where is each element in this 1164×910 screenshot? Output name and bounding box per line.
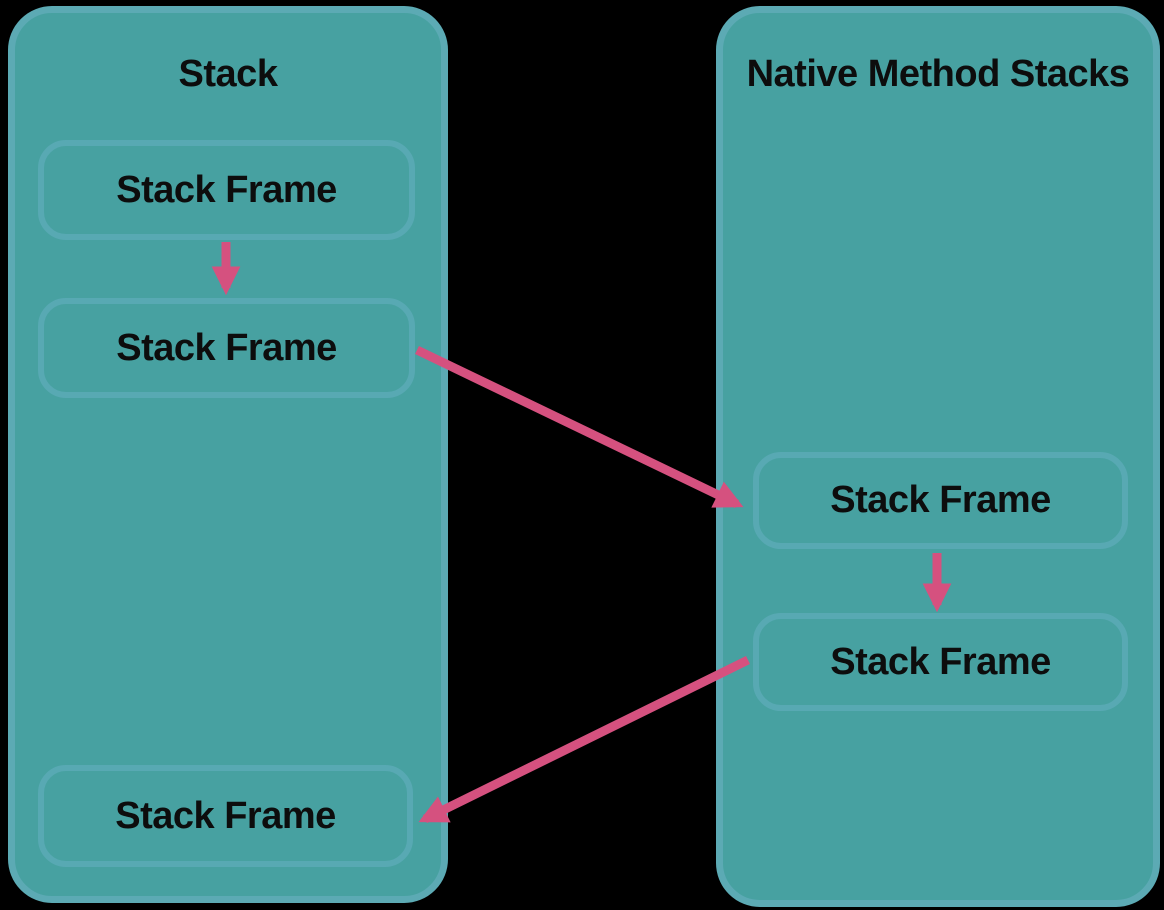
stack-frame-label: Stack Frame [115, 794, 336, 837]
native-stack-frame-box-2: Stack Frame [753, 613, 1128, 711]
stack-panel: Stack [8, 6, 448, 903]
stack-frame-box-1: Stack Frame [38, 140, 415, 240]
arrow-stack-frame2-to-native-frame1-icon [415, 345, 744, 509]
stack-frame-label: Stack Frame [830, 479, 1051, 521]
stack-frame-box-2: Stack Frame [38, 298, 415, 398]
stack-frame-box-3: Stack Frame [38, 765, 413, 867]
native-stack-frame-box-1: Stack Frame [753, 452, 1128, 549]
stack-frame-label: Stack Frame [830, 640, 1051, 683]
stack-panel-title: Stack [178, 53, 278, 95]
stack-frame-label: Stack Frame [116, 168, 337, 211]
stack-frame-label: Stack Frame [116, 326, 337, 369]
native-method-stacks-panel-title: Native Method Stacks [746, 53, 1130, 95]
arrow-native-frame2-to-stack-frame3-icon [418, 655, 750, 824]
